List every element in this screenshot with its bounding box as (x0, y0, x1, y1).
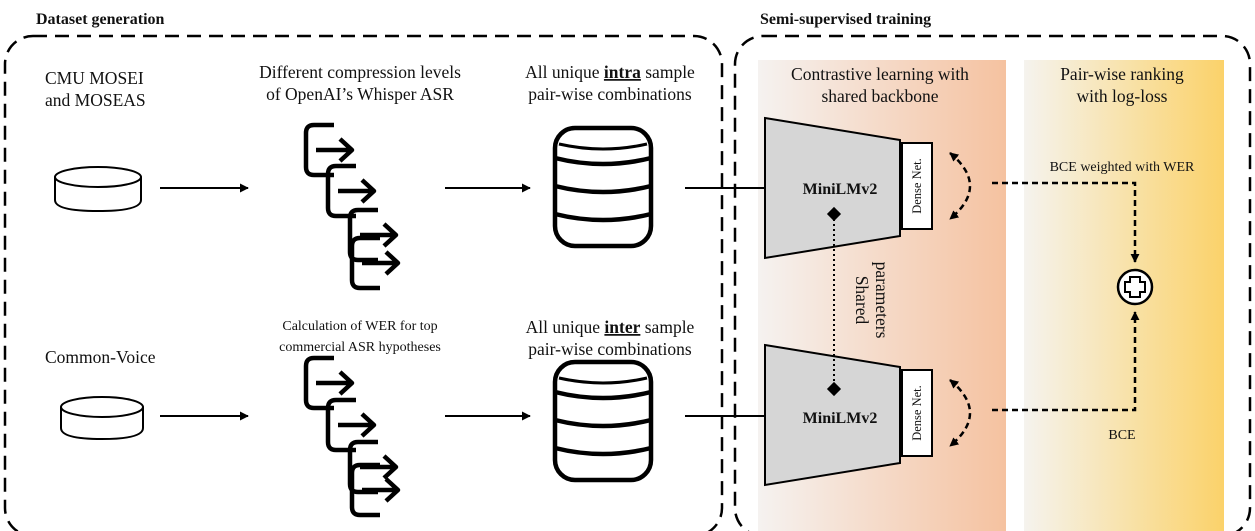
loss-path-top (992, 181, 1140, 263)
loss-path-bottom (992, 311, 1140, 412)
loss-label-bce-weighted: BCE weighted with WER (1050, 160, 1195, 175)
model-block-top (764, 116, 901, 260)
ranking-panel-title-line1: Pair-wise ranking (1060, 64, 1184, 84)
shared-link-end-bottom (826, 381, 842, 397)
model-label-top: MiniLMv2 (803, 181, 878, 198)
shared-parameters-label-line1: Shared (852, 276, 872, 325)
sum-operator-icon (1116, 268, 1154, 306)
source-label-cmu-mosei: CMU MOSEI (45, 68, 144, 88)
export-stack-icon-top (306, 125, 398, 288)
keyword-intra: intra (604, 62, 641, 82)
combination-label-intra-line2: pair-wise combinations (528, 84, 692, 104)
dense-net-label-top: Dense Net. (910, 158, 924, 214)
combination-label-inter-line2: pair-wise combinations (528, 339, 692, 359)
process-label-wer-line1: Calculation of WER for top (282, 319, 437, 334)
dense-net-label-bottom: Dense Net. (910, 385, 924, 441)
dataset-generation-group (3, 34, 724, 531)
training-group (733, 34, 1252, 531)
ranking-panel-title-line2: with log-loss (1077, 86, 1168, 106)
shared-parameters-label-line2: parameters (872, 262, 892, 339)
model-block-bottom (764, 343, 901, 487)
dense-net-bottom (901, 369, 933, 457)
section-title-semi-supervised-training: Semi-supervised training (760, 11, 931, 28)
database-icon-inter (555, 362, 651, 480)
section-title-dataset-generation: Dataset generation (36, 11, 165, 28)
process-label-compression-line2: of OpenAI’s Whisper ASR (266, 84, 454, 104)
database-icon-intra (555, 128, 651, 246)
contrastive-panel-title-line1: Contrastive learning with (791, 64, 969, 84)
combination-label-intra-line1: All unique intra sample (525, 62, 695, 82)
dataset-cylinder-icon-top (54, 166, 142, 213)
process-label-wer-line2: commercial ASR hypotheses (279, 340, 441, 355)
source-label-common-voice: Common-Voice (45, 347, 156, 367)
process-label-compression-line1: Different compression levels (259, 62, 461, 82)
dense-net-top (901, 142, 933, 230)
export-stack-icon-bottom (306, 358, 398, 515)
source-label-moseas: and MOSEAS (45, 90, 146, 110)
model-label-bottom: MiniLMv2 (803, 410, 878, 427)
combination-label-inter-line1: All unique inter sample (526, 317, 695, 337)
shared-link-end-top (826, 206, 842, 222)
contrastive-panel-title-line2: shared backbone (821, 86, 938, 106)
keyword-inter: inter (604, 317, 640, 337)
dataset-cylinder-icon-bottom (60, 396, 144, 441)
loss-label-bce: BCE (1108, 428, 1135, 443)
